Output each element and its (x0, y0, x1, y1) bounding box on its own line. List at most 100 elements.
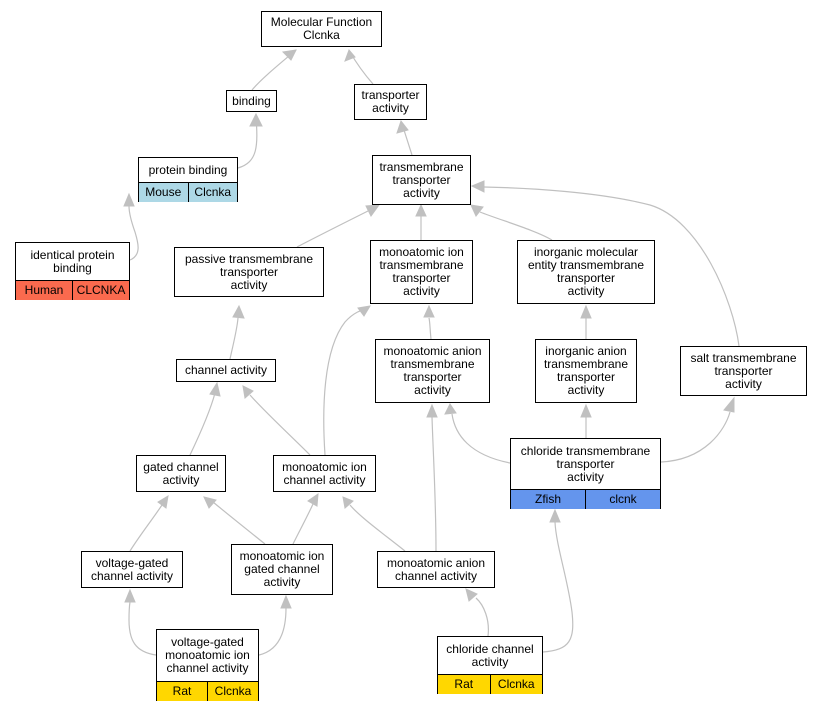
node-transporter-activity[interactable]: transporter activity (354, 84, 427, 120)
edge-line (128, 205, 139, 261)
arrowhead (415, 203, 427, 217)
node-binding[interactable]: binding (226, 90, 277, 112)
arrowhead (342, 496, 354, 509)
node-chloride-transmembrane-transporter-activity[interactable]: chloride transmembrane transporter activ… (510, 438, 661, 509)
edge-line (483, 186, 740, 347)
arrowhead (357, 305, 371, 317)
node-monoatomic-ion-channel-activity[interactable]: monoatomic ion channel activity (273, 455, 376, 492)
edge-mono-ion-channel-to-mono-ion-tm (323, 305, 371, 456)
arrowhead (124, 588, 136, 603)
node-label: passive transmembrane transporter activi… (184, 251, 314, 292)
node-transmembrane-transporter-activity[interactable]: transmembrane transporter activity (372, 155, 471, 205)
arrowhead (365, 204, 381, 217)
arrowhead (470, 204, 484, 217)
edge-line (258, 607, 287, 656)
node-label: gated channel activity (143, 459, 219, 487)
edge-line (542, 521, 574, 653)
edge-identical-to-protein-binding (123, 192, 139, 261)
node-channel-activity[interactable]: channel activity (176, 359, 276, 382)
node-label: transmembrane transporter activity (379, 159, 464, 200)
gene-cell: Clcnka (187, 183, 237, 202)
node-label: monoatomic ion gated channel activity (239, 549, 325, 589)
edge-gated-to-channel (189, 381, 221, 456)
arrowhead (157, 495, 169, 509)
edge-line (249, 394, 311, 456)
annotation-row: Mouse Clcnka (139, 182, 237, 202)
arrowhead (444, 403, 457, 415)
node-label: monoatomic ion transmembrane transporter… (379, 245, 464, 298)
edge-chloride-channel-to-mono-anion-channel (465, 588, 489, 637)
arrowhead (232, 304, 245, 319)
edge-line (451, 413, 511, 464)
edge-line (428, 317, 432, 340)
node-inorganic-molecular-entity-transmembrane-transporter-activity[interactable]: inorganic molecular entity transmembrane… (517, 240, 655, 304)
edge-line (292, 503, 314, 545)
node-monoatomic-ion-gated-channel-activity[interactable]: monoatomic ion gated channel activity (231, 544, 333, 595)
node-label: voltage-gated monoatomic ion channel act… (165, 635, 250, 675)
edge-vg-mono-ion-to-voltage-gated (124, 588, 157, 656)
node-monoatomic-anion-channel-activity[interactable]: monoatomic anion channel activity (377, 551, 495, 588)
organism-cell: Zfish (511, 490, 585, 509)
arrowhead (123, 192, 135, 207)
edge-mono-ion-gated-to-gated (203, 496, 266, 545)
arrowhead (209, 381, 221, 397)
edge-line (229, 317, 239, 360)
arrowhead (549, 508, 561, 523)
arrowhead (470, 180, 485, 193)
edge-mono-anion-channel-to-mono-ion-channel (342, 496, 406, 552)
arrowhead (203, 496, 217, 509)
node-label: channel activity (184, 363, 268, 377)
edge-tm-transporter-to-transporter (396, 119, 413, 156)
edge-inorg-mol-to-tm-transporter (470, 204, 553, 241)
arrowhead (580, 304, 592, 319)
node-salt-transmembrane-transporter-activity[interactable]: salt transmembrane transporter activity (680, 346, 807, 396)
node-monoatomic-ion-transmembrane-transporter-activity[interactable]: monoatomic ion transmembrane transporter… (370, 240, 473, 304)
organism-cell: Human (16, 281, 72, 300)
node-inorganic-anion-transmembrane-transporter-activity[interactable]: inorganic anion transmembrane transporte… (535, 339, 637, 403)
edge-channel-to-passive (229, 304, 245, 360)
organism-cell: Rat (157, 682, 207, 701)
edge-vg-mono-ion-to-mono-ion-gated (258, 594, 292, 656)
node-identical-protein-binding[interactable]: identical protein binding Human CLCNKA (15, 242, 130, 300)
arrowhead (344, 49, 356, 62)
edge-line (296, 209, 371, 248)
node-label: monoatomic anion transmembrane transport… (383, 344, 482, 397)
node-monoatomic-anion-transmembrane-transporter-activity[interactable]: monoatomic anion transmembrane transport… (375, 339, 490, 403)
edge-chloride-tm-to-mono-anion-tm (444, 403, 511, 464)
edge-mono-ion-gated-to-mono-ion-channel (292, 492, 319, 545)
node-gated-channel-activity[interactable]: gated channel activity (136, 455, 226, 492)
arrowhead (465, 588, 478, 602)
arrowhead (580, 403, 592, 418)
node-label: monoatomic ion channel activity (282, 459, 367, 487)
edge-line (475, 597, 489, 637)
node-label: transporter activity (361, 88, 420, 115)
node-label: binding (232, 93, 271, 108)
gene-cell: CLCNKA (72, 281, 129, 300)
annotation-row: Human CLCNKA (16, 280, 129, 300)
edge-line (129, 504, 163, 552)
node-voltage-gated-monoatomic-ion-channel-activity[interactable]: voltage-gated monoatomic ion channel act… (156, 629, 259, 701)
node-passive-transmembrane-transporter-activity[interactable]: passive transmembrane transporter activi… (174, 247, 324, 297)
edge-mono-anion-channel-to-mono-anion-tm (426, 403, 438, 552)
node-label: inorganic anion transmembrane transporte… (543, 344, 629, 397)
node-label: identical protein binding (30, 247, 115, 275)
arrowhead (249, 112, 263, 127)
gene-cell: Clcnka (207, 682, 258, 701)
edge-salt-to-tm-transporter (470, 180, 740, 347)
gene-cell: Clcnka (489, 675, 542, 694)
edge-mono-ion-channel-to-channel (242, 385, 311, 456)
node-label: salt transmembrane transporter activity (690, 350, 797, 391)
edge-chloride-channel-to-chloride-tm (542, 508, 574, 653)
edge-voltage-gated-to-gated (129, 495, 169, 552)
node-chloride-channel-activity[interactable]: chloride channel activity Rat Clcnka (437, 636, 543, 694)
edge-inorg-anion-to-inorg-mol (580, 304, 592, 339)
edge-chloride-tm-to-salt (660, 396, 735, 463)
edge-mono-ion-tm-to-tm-transporter (415, 203, 427, 241)
gene-cell: clcnk (585, 490, 660, 509)
node-voltage-gated-channel-activity[interactable]: voltage-gated channel activity (81, 551, 183, 588)
node-molecular-function[interactable]: Molecular Function Clcnka (261, 11, 382, 47)
annotation-row: Rat Clcnka (157, 681, 258, 701)
node-protein-binding[interactable]: protein binding Mouse Clcnka (138, 157, 238, 202)
edge-passive-to-tm-transporter (296, 204, 381, 248)
